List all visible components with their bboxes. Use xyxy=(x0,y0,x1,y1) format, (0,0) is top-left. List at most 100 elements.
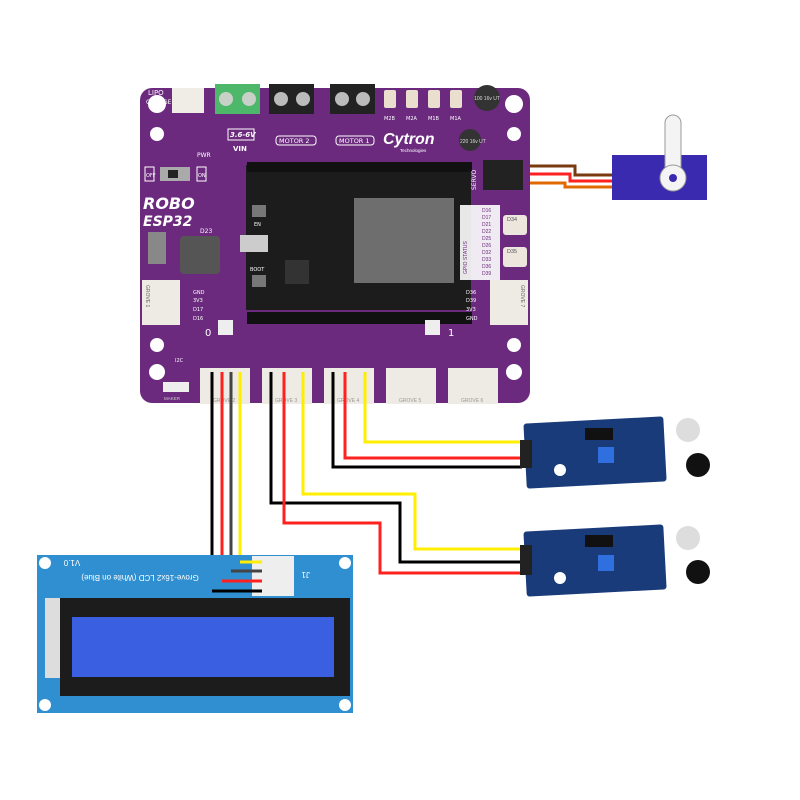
micro-usb-port[interactable] xyxy=(240,235,268,252)
servo-label: SERVO xyxy=(471,170,478,190)
vin-range: 3.6-6V xyxy=(230,131,256,139)
lcd-title: Grove-16x2 LCD (White on Blue) xyxy=(81,573,199,582)
en-button[interactable] xyxy=(252,205,266,217)
lcd-screen xyxy=(72,617,334,677)
grove-port-1[interactable] xyxy=(142,280,180,325)
wires xyxy=(210,164,615,593)
wire-lcd-sda xyxy=(229,398,262,573)
grove-label: GROVE 4 xyxy=(337,398,359,404)
robo-esp32-board: LIPO CHARGE 3.6-6V VIN MOTOR 2 MOTOR 1 M… xyxy=(140,84,530,404)
wire-sensor1-vcc xyxy=(343,398,522,460)
grove7-pins: D36 D39 3V3 GND xyxy=(466,290,478,322)
wire-servo-signal xyxy=(525,181,615,189)
grove7-label: GROVE 7 xyxy=(519,285,525,307)
logo-esp32: ESP32 xyxy=(143,214,192,230)
gpio-pin: D17 xyxy=(482,215,491,221)
esp32-wroom-module xyxy=(354,198,454,283)
grove1-pins: GND 3V3 D17 D16 xyxy=(193,290,205,322)
capacitor-label: 220 16v UT xyxy=(460,139,486,145)
grove-label: GROVE 2 xyxy=(213,398,235,404)
grove-label: GROVE 5 xyxy=(399,398,421,404)
wire-lcd-scl xyxy=(238,398,262,564)
capacitor-220uf xyxy=(459,129,481,151)
rgb-led-0 xyxy=(218,320,233,335)
maker-port[interactable] xyxy=(163,382,189,392)
on-label: ON xyxy=(198,173,206,179)
grove-port-5[interactable] xyxy=(386,368,436,404)
pin-label: 3V3 xyxy=(466,307,476,313)
wire-sensor1-out xyxy=(363,398,522,444)
gpio-pin: D32 xyxy=(482,250,491,256)
grove-port-7[interactable] xyxy=(490,280,528,325)
logo-robo: ROBO xyxy=(143,194,195,213)
lcd-j1-label: J1 xyxy=(301,570,310,579)
wire-sensor1-gnd xyxy=(331,398,522,469)
gpio-pin: D36 xyxy=(482,264,491,270)
pin-label: D17 xyxy=(193,307,203,313)
charge-label: CHARGE xyxy=(146,99,172,106)
i2c-label: I2C xyxy=(175,358,184,364)
grove-lcd-16x2: V1.0 Grove-16x2 LCD (White on Blue) J1 xyxy=(37,555,353,713)
grove-port-2[interactable] xyxy=(200,368,250,404)
buzzer-label: D23 xyxy=(200,228,212,235)
ir-emitter xyxy=(676,526,700,550)
ir-receiver xyxy=(686,560,710,584)
button-d35[interactable] xyxy=(503,247,527,267)
grove-port-6[interactable] xyxy=(448,368,498,404)
button-m2b[interactable] xyxy=(384,90,396,108)
gpio-pin: D21 xyxy=(482,222,491,228)
rgb-led-1 xyxy=(425,320,440,335)
servo-header xyxy=(483,160,523,190)
esp32-devkit: EN BOOT xyxy=(240,162,472,324)
pwr-label: PWR xyxy=(197,152,211,159)
off-label: OFF xyxy=(146,173,156,179)
motor1-label: MOTOR 1 xyxy=(339,137,370,145)
pin-label: 3V3 xyxy=(193,298,203,304)
boot-label: BOOT xyxy=(250,267,265,273)
vin-label: VIN xyxy=(233,145,247,153)
cytron-sub: Technologies xyxy=(400,148,427,153)
d35-label: D35 xyxy=(507,249,517,255)
gpio-pin: D39 xyxy=(482,271,491,277)
gpio-pin: D26 xyxy=(482,243,491,249)
gpio-pin: D22 xyxy=(482,229,491,235)
cytron-logo: Cytron xyxy=(383,131,435,148)
pin-label: D36 xyxy=(466,290,476,296)
wire-sensor2-vcc xyxy=(282,398,522,575)
servo-power-switch[interactable] xyxy=(148,232,166,264)
gpio-status-pins: D16 D17 D21 D22 D25 D26 D32 D33 D36 D39 xyxy=(482,208,491,277)
boot-button[interactable] xyxy=(252,275,266,287)
m1b-label: M1B xyxy=(428,116,439,122)
grove1-label: GROVE 1 xyxy=(144,285,150,307)
ir-sensor-2 xyxy=(520,524,710,597)
gpio-status-panel xyxy=(460,205,500,280)
gpio-status-label: GPIO STATUS xyxy=(463,240,469,274)
button-m2a[interactable] xyxy=(406,90,418,108)
button-m1b[interactable] xyxy=(428,90,440,108)
wire-lcd-vcc xyxy=(220,398,262,583)
led1-label: 1 xyxy=(448,328,454,339)
lcd-version: V1.0 xyxy=(63,558,80,567)
lipo-label: LIPO xyxy=(148,89,164,97)
m1a-label: M1A xyxy=(450,116,461,122)
gpio-pin: D16 xyxy=(482,208,491,214)
wire-sensor2-gnd xyxy=(269,398,522,564)
grove-label: GROVE 3 xyxy=(275,398,297,404)
wire-servo-gnd xyxy=(525,164,615,177)
button-m1a[interactable] xyxy=(450,90,462,108)
maker-label: MAKER xyxy=(164,396,181,401)
capacitor-100uf xyxy=(474,85,500,111)
motor2-label: MOTOR 2 xyxy=(279,137,310,145)
wire-servo-vcc xyxy=(525,172,615,183)
capacitor-label: 100 16v UT xyxy=(474,96,500,102)
button-d34[interactable] xyxy=(503,215,527,235)
pin-label: D39 xyxy=(466,298,476,304)
wire-sensor2-out xyxy=(301,398,522,551)
ir-sensor-1 xyxy=(520,416,710,489)
en-label: EN xyxy=(254,222,261,228)
pin-label: D16 xyxy=(193,316,203,322)
grove-label: GROVE 6 xyxy=(461,398,483,404)
bottom-grove-ports: GROVE 2 GROVE 3 GROVE 4 GROVE 5 GROVE 6 xyxy=(200,368,498,404)
lipo-connector xyxy=(172,88,204,113)
